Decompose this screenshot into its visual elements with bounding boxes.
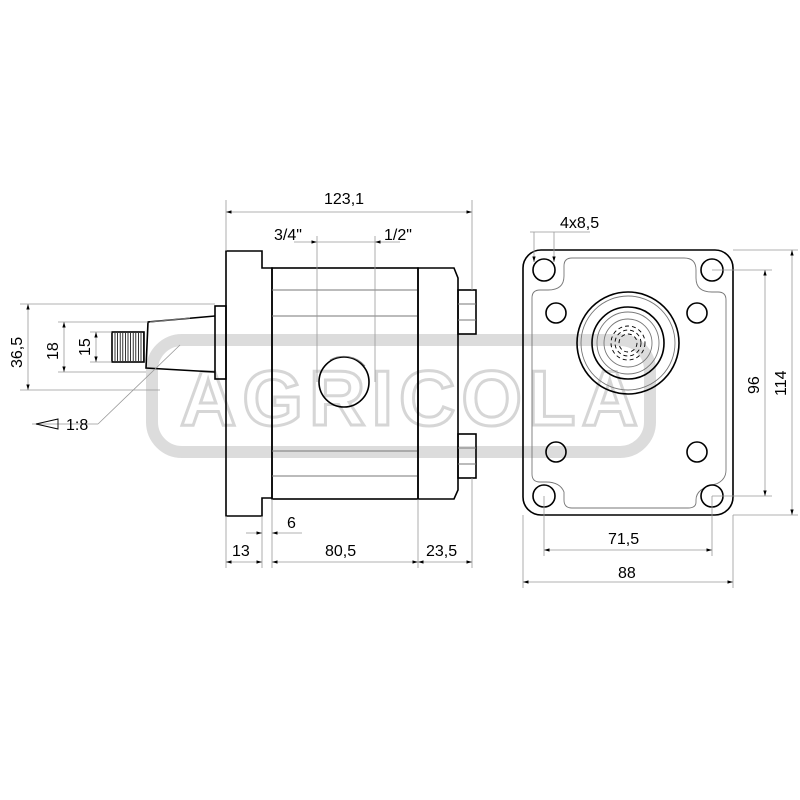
dim-flange-width: 88 bbox=[618, 565, 636, 582]
front-view bbox=[522, 249, 734, 516]
dim-spigot: 6 bbox=[287, 515, 296, 532]
watermark-logo: AGRICOLA bbox=[146, 334, 656, 458]
front-flange-outline bbox=[522, 249, 734, 516]
front-view-dimensions: 4x8,5 71,5 88 96 114 bbox=[522, 215, 798, 588]
taper-symbol-icon bbox=[35, 418, 59, 430]
dim-port-inlet: 3/4" bbox=[274, 227, 302, 244]
dim-shaft-major: 18 bbox=[45, 342, 62, 360]
bolt-head-4 bbox=[686, 441, 708, 463]
bolt-head-2 bbox=[686, 302, 708, 324]
cover-bolt-top bbox=[457, 289, 477, 335]
dim-shaft-minor: 15 bbox=[77, 338, 94, 356]
bolt-head-1 bbox=[545, 302, 567, 324]
dim-overall-length: 123,1 bbox=[324, 191, 364, 208]
dim-shaft-offset: 36,5 bbox=[9, 337, 26, 368]
front-body-outline bbox=[531, 257, 727, 509]
port-circle bbox=[318, 356, 370, 408]
taper-shaft bbox=[111, 315, 216, 373]
dim-flange-height: 114 bbox=[773, 370, 790, 396]
mounting-hole-top-left bbox=[532, 258, 556, 282]
dim-taper: 1:8 bbox=[66, 417, 88, 434]
central-boss bbox=[576, 291, 680, 395]
cover-bolt-bottom bbox=[457, 433, 477, 479]
pilot-spigot bbox=[214, 305, 227, 380]
watermark-text: AGRICOLA bbox=[180, 354, 644, 442]
dim-port-outlet: 1/2" bbox=[384, 227, 412, 244]
dim-cover-length: 23,5 bbox=[426, 543, 457, 560]
dim-body-length: 80,5 bbox=[325, 543, 356, 560]
bolt-head-3 bbox=[545, 441, 567, 463]
dim-hole-spacing-v: 96 bbox=[746, 376, 763, 394]
dim-flange-thickness: 13 bbox=[232, 543, 250, 560]
dim-hole-spacing-h: 71,5 bbox=[608, 531, 639, 548]
dim-holes: 4x8,5 bbox=[560, 215, 599, 232]
side-view-dimensions: 123,1 3/4" 1/2" 13 80,5 23,5 6 36,5 18 bbox=[9, 191, 473, 568]
